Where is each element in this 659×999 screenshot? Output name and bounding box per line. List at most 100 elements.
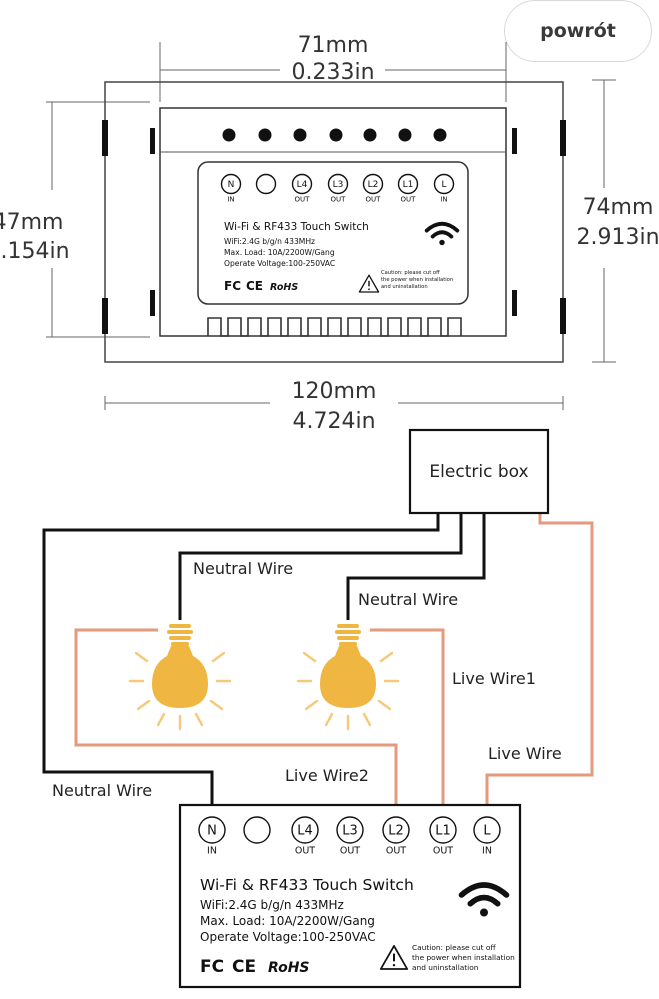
small-terminal-sublabel: IN	[440, 196, 447, 204]
heat-fins	[207, 317, 462, 337]
live-wire-to-L	[485, 513, 594, 816]
small-plate-rohs: RoHS	[270, 282, 298, 293]
dim-bottom-in: 4.724in	[292, 409, 375, 434]
live-wire1-to-L1	[370, 628, 445, 816]
small-terminal-sublabel: OUT	[401, 196, 417, 204]
neutral-wire-bulb2	[346, 513, 486, 620]
terminal-sublabel: IN	[482, 846, 492, 857]
dim-bottom-mm: 120mm	[292, 379, 377, 404]
panel-caution-line3: and uninstallation	[412, 963, 479, 972]
panel-rohs: RoHS	[268, 960, 310, 976]
terminal-circle	[429, 816, 457, 844]
terminal-circle	[198, 816, 226, 844]
terminal-hole	[398, 128, 412, 142]
small-plate-spec-load: Max. Load: 10A/2200W/Gang	[224, 248, 335, 257]
terminal-label: L3	[342, 824, 358, 839]
small-plate-fc: FC	[224, 279, 241, 293]
clip-left-bottom-inner	[150, 290, 155, 316]
dim-top-mm: 71mm	[298, 33, 369, 58]
live-wire2-to-L2	[74, 628, 398, 816]
terminal-label: L2	[388, 824, 404, 839]
switch-back-box	[159, 107, 507, 337]
small-terminal-label: L4	[297, 180, 308, 190]
neutral-wire-to-switch	[42, 513, 440, 810]
small-terminal-sublabel: OUT	[366, 196, 382, 204]
light-bulb-1	[128, 622, 232, 731]
dim-left-in: 0.154in	[0, 239, 70, 264]
dim-left-mm: 47mm	[0, 210, 63, 235]
clip-left-bottom	[102, 298, 108, 334]
live-wire1-label: Live Wire1	[452, 669, 536, 688]
terminal-label: L	[483, 824, 491, 839]
terminal-circle	[382, 816, 410, 844]
small-terminal-circle	[397, 173, 419, 195]
small-terminal-label: L2	[368, 180, 379, 190]
panel-caution-line1: Caution: please cut off	[412, 943, 496, 952]
terminal-circle	[243, 816, 271, 844]
neutral-wire-bulb1	[178, 513, 463, 620]
back-button[interactable]: powrót	[504, 0, 652, 62]
small-terminal-circle	[433, 173, 455, 195]
small-caution-line3: and uninstallation	[381, 284, 428, 290]
terminal-hole	[293, 128, 307, 142]
clip-right-top-inner	[512, 128, 517, 154]
small-plate-spec-voltage: Operate Voltage:100-250VAC	[224, 259, 335, 268]
clip-right-top	[560, 120, 566, 156]
terminal-label: L1	[435, 824, 451, 839]
small-terminal-circle	[255, 173, 277, 195]
panel-spec-wifi: WiFi:2.4G b/g/n 433MHz	[200, 898, 344, 912]
terminal-holes	[222, 128, 447, 142]
neutral-wire-label-2: Neutral Wire	[358, 590, 458, 609]
terminal-hole	[222, 128, 236, 142]
panel-caution-line2: the power when installation	[412, 953, 515, 962]
electric-box-label: Electric box	[429, 462, 528, 482]
terminal-sublabel: OUT	[433, 846, 453, 857]
terminal-sublabel: OUT	[295, 846, 315, 857]
clip-left-top	[102, 120, 108, 156]
small-terminal-sublabel: OUT	[295, 196, 311, 204]
terminal-hole	[433, 128, 447, 142]
clip-left-top-inner	[150, 128, 155, 154]
terminal-circle	[473, 816, 501, 844]
terminal-sublabel: IN	[207, 846, 217, 857]
small-terminal-label: L1	[403, 180, 414, 190]
terminal-label: L4	[297, 824, 313, 839]
terminal-label: N	[207, 824, 217, 839]
neutral-wire-label-3: Neutral Wire	[52, 781, 152, 800]
electric-box	[408, 428, 550, 515]
small-terminal-sublabel: OUT	[331, 196, 347, 204]
panel-spec-voltage: Operate Voltage:100-250VAC	[200, 930, 376, 944]
back-button-label: powrót	[540, 20, 616, 42]
small-plate-spec-wifi: WiFi:2.4G b/g/n 433MHz	[224, 237, 315, 246]
panel-fc: FC	[200, 957, 224, 977]
small-caution-line2: the power when installation	[381, 277, 453, 283]
terminal-hole	[329, 128, 343, 142]
terminal-circle	[336, 816, 364, 844]
terminal-sublabel: OUT	[340, 846, 360, 857]
heat-fin-comb	[207, 317, 462, 337]
clip-right-bottom	[560, 298, 566, 334]
light-bulb-2	[296, 622, 400, 731]
terminal-hole	[363, 128, 377, 142]
terminal-circle	[291, 816, 319, 844]
small-terminal-label: N	[228, 180, 235, 190]
dim-right-in: 2.913in	[576, 225, 659, 250]
small-terminal-circle	[291, 173, 313, 195]
switch-outer-frame	[104, 81, 564, 363]
panel-ce: CE	[232, 957, 256, 977]
terminal-hole	[258, 128, 272, 142]
small-plate-ce: CE	[246, 279, 263, 293]
live-wire-label: Live Wire	[488, 744, 562, 763]
small-plate-title: Wi-Fi & RF433 Touch Switch	[224, 221, 369, 233]
small-terminal-sublabel: IN	[227, 196, 234, 204]
small-terminal-circle	[362, 173, 384, 195]
wiring-diagram: Electric box Neutral Wire Neutral Wire L…	[42, 428, 594, 989]
panel-title: Wi-Fi & RF433 Touch Switch	[200, 876, 414, 894]
small-label-plate	[197, 161, 469, 305]
dim-right-mm: 74mm	[583, 195, 654, 220]
panel-spec-load: Max. Load: 10A/2200W/Gang	[200, 914, 375, 928]
small-terminal-label: L	[441, 180, 446, 190]
